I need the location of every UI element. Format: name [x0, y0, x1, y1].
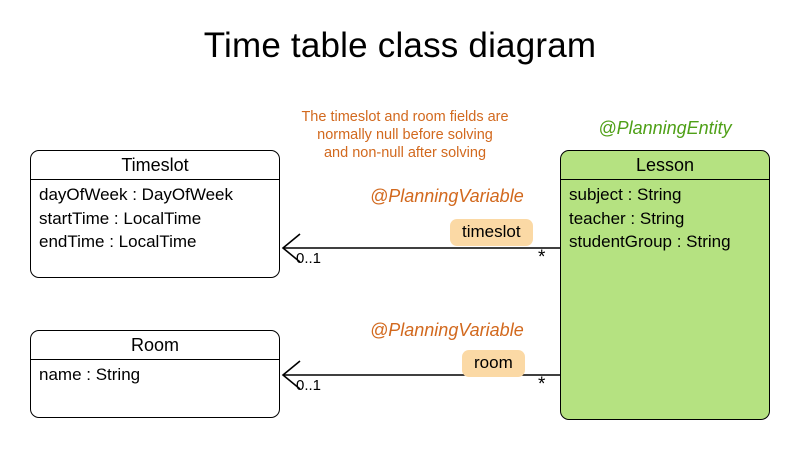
class-attributes-lesson: subject : String teacher : String studen…: [561, 180, 769, 254]
note-line-3: and non-null after solving: [323, 145, 487, 161]
stereotype-planning-entity: @PlanningEntity: [598, 118, 732, 138]
class-name-timeslot: Timeslot: [31, 151, 279, 180]
class-box-room[interactable]: Room name : String: [30, 330, 280, 418]
stereotype-planning-variable-timeslot: @PlanningVariable: [370, 186, 524, 206]
page-title: Time table class diagram: [203, 26, 597, 65]
class-attributes-timeslot: dayOfWeek : DayOfWeek startTime : LocalT…: [31, 180, 279, 254]
note-line-1: The timeslot and room fields are: [301, 109, 509, 125]
nullability-note: The timeslot and room fields are normall…: [265, 108, 545, 162]
multiplicity-timeslot-source: *: [538, 247, 546, 268]
attribute-row: subject : String: [569, 185, 682, 204]
class-box-timeslot[interactable]: Timeslot dayOfWeek : DayOfWeek startTime…: [30, 150, 280, 278]
multiplicity-room-target: 0..1: [296, 377, 322, 394]
note-line-2: normally null before solving: [317, 127, 493, 143]
role-badge-room[interactable]: room: [462, 350, 525, 377]
stereotype-planning-variable-room: @PlanningVariable: [370, 320, 524, 340]
class-attributes-room: name : String: [31, 360, 279, 387]
class-name-lesson: Lesson: [561, 151, 769, 180]
attribute-row: endTime : LocalTime: [39, 232, 197, 251]
attribute-row: dayOfWeek : DayOfWeek: [39, 185, 233, 204]
class-name-room: Room: [31, 331, 279, 360]
attribute-row: name : String: [39, 365, 141, 384]
attribute-row: studentGroup : String: [569, 232, 731, 251]
class-box-lesson[interactable]: Lesson subject : String teacher : String…: [560, 150, 770, 420]
multiplicity-timeslot-target: 0..1: [296, 250, 322, 267]
role-badge-timeslot[interactable]: timeslot: [450, 219, 533, 246]
attribute-row: teacher : String: [569, 208, 685, 228]
attribute-row: startTime : LocalTime: [39, 208, 202, 228]
multiplicity-room-source: *: [538, 374, 546, 395]
